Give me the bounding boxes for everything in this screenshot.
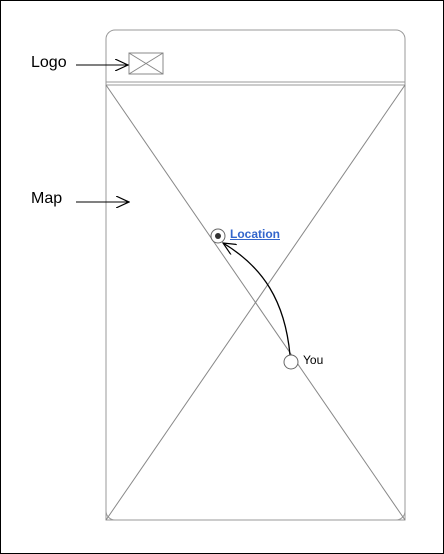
map-placeholder-diagonal-b — [105, 84, 406, 521]
phone-frame — [105, 29, 406, 521]
location-pin-icon[interactable] — [210, 228, 226, 244]
map-callout-label: Map — [31, 190, 63, 207]
map-placeholder — [105, 84, 406, 521]
logo-callout-label: Logo — [31, 54, 67, 71]
you-label: You — [303, 353, 324, 367]
image-placeholder-icon — [128, 52, 164, 75]
location-link[interactable]: Location — [230, 227, 280, 241]
route-arrow — [223, 243, 291, 356]
user-position-icon — [283, 354, 299, 370]
